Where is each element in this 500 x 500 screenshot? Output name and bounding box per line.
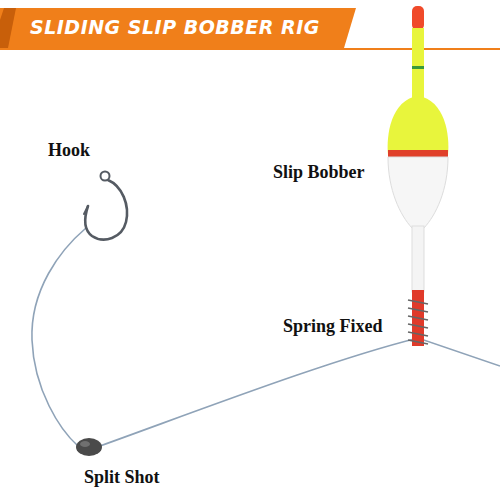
part-label: Hook (48, 140, 90, 161)
split-shot-highlight (80, 441, 90, 447)
part-label: Split Shot (84, 467, 160, 488)
part-label: Slip Bobber (273, 162, 365, 183)
title-banner (0, 8, 356, 48)
hook-symbol (84, 172, 127, 240)
part-label: Spring Fixed (283, 316, 383, 337)
split-shot-weight (76, 438, 102, 456)
slip-bobber-symbol (388, 6, 449, 346)
banner-rule (0, 48, 500, 50)
title: SLIDING SLIP BOBBER RIG (30, 16, 320, 38)
fishing-line (32, 228, 86, 446)
fishing-line (100, 338, 500, 446)
banner-stripe (0, 8, 16, 48)
